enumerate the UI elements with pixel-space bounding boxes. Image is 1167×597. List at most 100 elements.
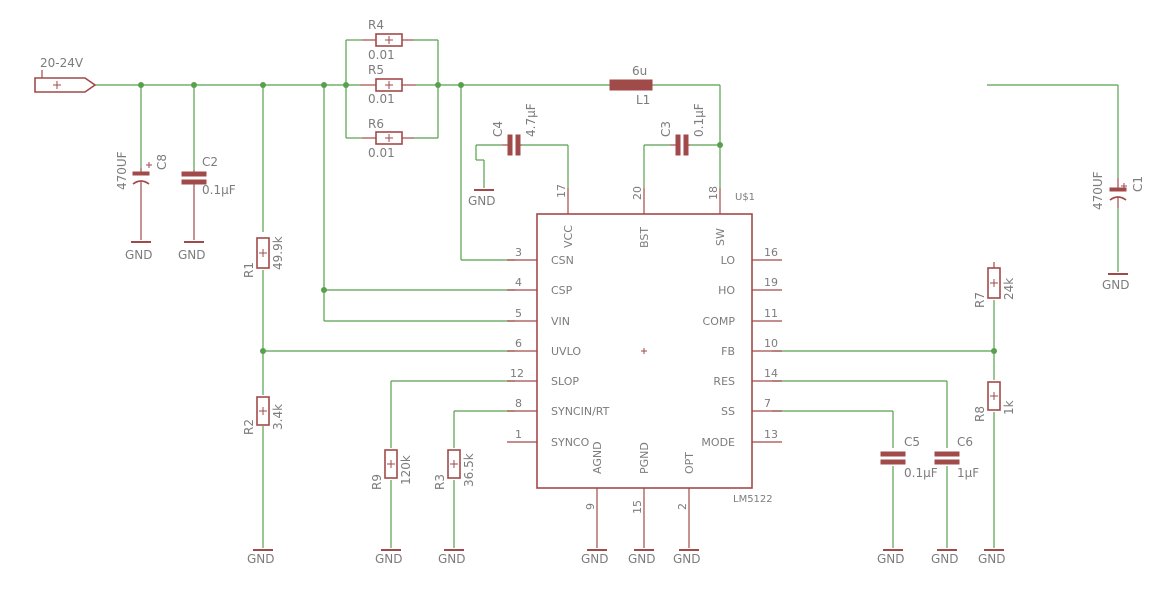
gnd-label: GND [375, 552, 403, 566]
pin-pgnd: 15 PGND [631, 442, 651, 548]
r3-value: 36.5k [462, 453, 476, 487]
capacitor-c8: C8 470UF [115, 151, 169, 240]
ic-value: LM5122 [733, 494, 773, 505]
gnd-label: GND [178, 248, 206, 262]
pin-opt: 2 OPT [676, 452, 696, 548]
gnd-c8: GND [125, 241, 153, 262]
junction-dot [138, 82, 144, 88]
gnd-agnd: GND [581, 549, 609, 566]
r8-value: 1k [1002, 400, 1016, 415]
r9-name: R9 [370, 474, 384, 490]
resistor-r3: R3 36.5k [433, 449, 476, 490]
r2-value: 3.4k [271, 404, 285, 430]
pin-number: 9 [584, 503, 597, 510]
pin-label: HO [718, 284, 735, 297]
pin-label: SLOP [551, 375, 579, 388]
pin-number: 1 [515, 428, 522, 441]
c4-name: C4 [491, 121, 505, 137]
gnd-pgnd: GND [628, 549, 656, 566]
r8-name: R8 [973, 406, 987, 422]
capacitor-c1: C1 470UF [1091, 171, 1145, 210]
junctions [138, 82, 997, 354]
r4-value: 0.01 [368, 48, 395, 62]
resistor-r2: R2 3.4k [242, 396, 285, 435]
gnd-label: GND [125, 248, 153, 262]
junction-dot [260, 82, 266, 88]
gnd-label: GND [628, 552, 656, 566]
junction-dot [191, 82, 197, 88]
gnd-r8: GND [978, 549, 1006, 566]
c5-value: 0.1µF [904, 466, 938, 480]
ic-name: U$1 [735, 192, 755, 203]
pin-comp: 11 COMP [703, 307, 782, 328]
capacitor-c3: C3 0.1µF [659, 103, 706, 156]
gnd-label: GND [978, 552, 1006, 566]
pin-label: BST [638, 227, 651, 248]
pin-vin: 5 VIN [507, 307, 570, 328]
c4-value: 4.7µF [524, 103, 538, 137]
pin-number: 14 [764, 367, 778, 380]
gnd-c5: GND [877, 549, 905, 566]
junction-dot [458, 82, 464, 88]
capacitor-c4: C4 4.7µF [491, 103, 538, 156]
c1-name: C1 [1131, 176, 1145, 192]
junction-dot [260, 348, 266, 354]
gnd-c1: GND [1102, 273, 1130, 292]
gnd-c4: GND [468, 189, 496, 208]
c3-name: C3 [659, 121, 673, 137]
pin-ho: 19 HO [718, 276, 782, 297]
pin-sw: 18 SW [707, 186, 727, 246]
pin-number: 4 [515, 276, 522, 289]
input-connector: 20-24V [34, 56, 97, 93]
pin-uvlo: 6 UVLO [507, 337, 581, 358]
gnd-label: GND [581, 552, 609, 566]
r1-name: R1 [242, 262, 256, 278]
pin-fb: 10 FB [721, 337, 782, 358]
r2-name: R2 [242, 419, 256, 435]
gnd-label: GND [673, 552, 701, 566]
capacitor-c6: C6 1µF [934, 435, 979, 480]
wires [95, 39, 1119, 548]
pin-csn: 3 CSN [507, 246, 574, 267]
pin-number: 8 [515, 397, 522, 410]
resistor-r8: R8 1k [973, 381, 1016, 422]
l1-name: L1 [636, 93, 650, 107]
pin-lo: 16 LO [721, 246, 782, 267]
c6-value: 1µF [957, 466, 979, 480]
resistor-r7: R7 24k [973, 262, 1016, 308]
pin-label: AGND [591, 441, 604, 474]
pin-number: 17 [555, 184, 568, 198]
capacitor-c2: C2 0.1µF [181, 155, 236, 240]
pin-number: 20 [631, 186, 644, 200]
r7-value: 24k [1002, 278, 1016, 300]
pin-label: VCC [562, 225, 575, 248]
junction-dot [321, 287, 327, 293]
pin-agnd: 9 AGND [584, 441, 604, 548]
pin-label: SYNCIN/RT [551, 405, 610, 418]
r9-value: 120k [399, 455, 413, 485]
gnd-label: GND [877, 552, 905, 566]
c5-name: C5 [904, 435, 920, 449]
gnd-r9: GND [375, 549, 403, 566]
pin-mode: 13 MODE [701, 428, 782, 449]
pin-number: 13 [764, 428, 778, 441]
resistor-r5: R5 0.01 [360, 63, 416, 106]
capacitor-c5: C5 0.1µF [880, 435, 938, 480]
gnd-label: GND [247, 552, 275, 566]
c2-value: 0.1µF [202, 183, 236, 197]
input-label: 20-24V [40, 56, 84, 70]
c8-name: C8 [155, 154, 169, 170]
l1-value: 6u [632, 64, 647, 78]
r6-value: 0.01 [368, 146, 395, 160]
pin-ss: 7 SS [721, 397, 782, 418]
pin-synco: 1 SYNCO [507, 428, 590, 449]
gnd-r2: GND [247, 549, 275, 566]
pin-number: 5 [515, 307, 522, 320]
pin-label: VIN [551, 315, 570, 328]
pin-number: 6 [515, 337, 522, 350]
r5-name: R5 [368, 63, 384, 77]
pin-bst: 20 BST [631, 186, 651, 248]
pin-label: CSP [551, 284, 573, 297]
pin-number: 3 [515, 246, 522, 259]
